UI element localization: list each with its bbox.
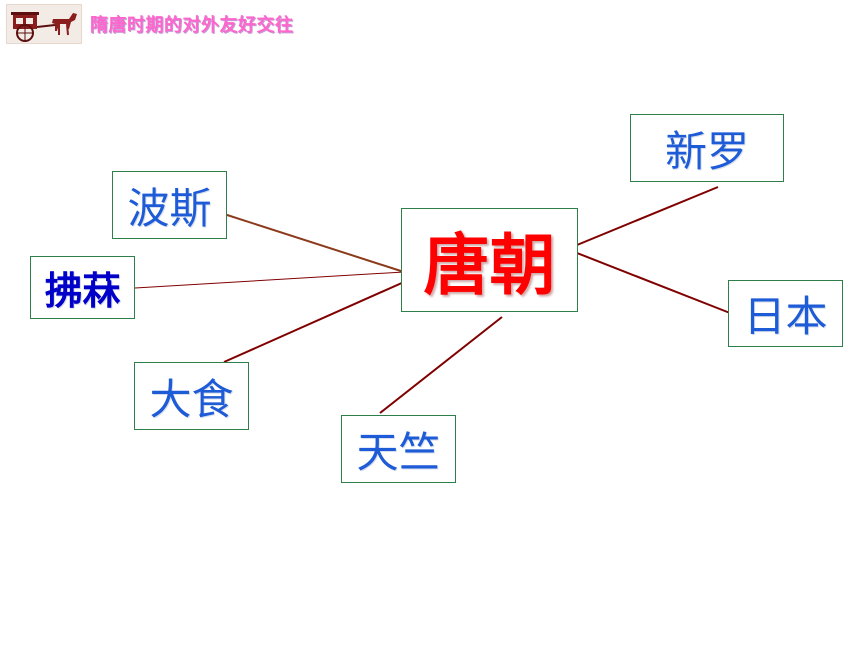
node-tianzhu: 天竺 [341, 415, 456, 483]
node-persia: 波斯 [112, 171, 227, 239]
connector-fulin [134, 271, 405, 289]
connector-tianzhu [379, 316, 503, 414]
connector-silla [576, 186, 719, 246]
horse-carriage-icon [6, 4, 82, 44]
connector-dashi [223, 281, 405, 363]
connector-persia [223, 213, 405, 273]
page-title: 隋唐时期的对外友好交往 [90, 15, 294, 36]
node-silla: 新罗 [630, 114, 784, 182]
center-node-tang: 唐朝 [401, 208, 578, 312]
header: 隋唐时期的对外友好交往 [6, 4, 294, 44]
node-dashi: 大食 [134, 362, 249, 430]
node-fulin: 拂菻 [30, 256, 135, 319]
connector-japan [576, 252, 731, 314]
node-japan: 日本 [728, 280, 843, 347]
